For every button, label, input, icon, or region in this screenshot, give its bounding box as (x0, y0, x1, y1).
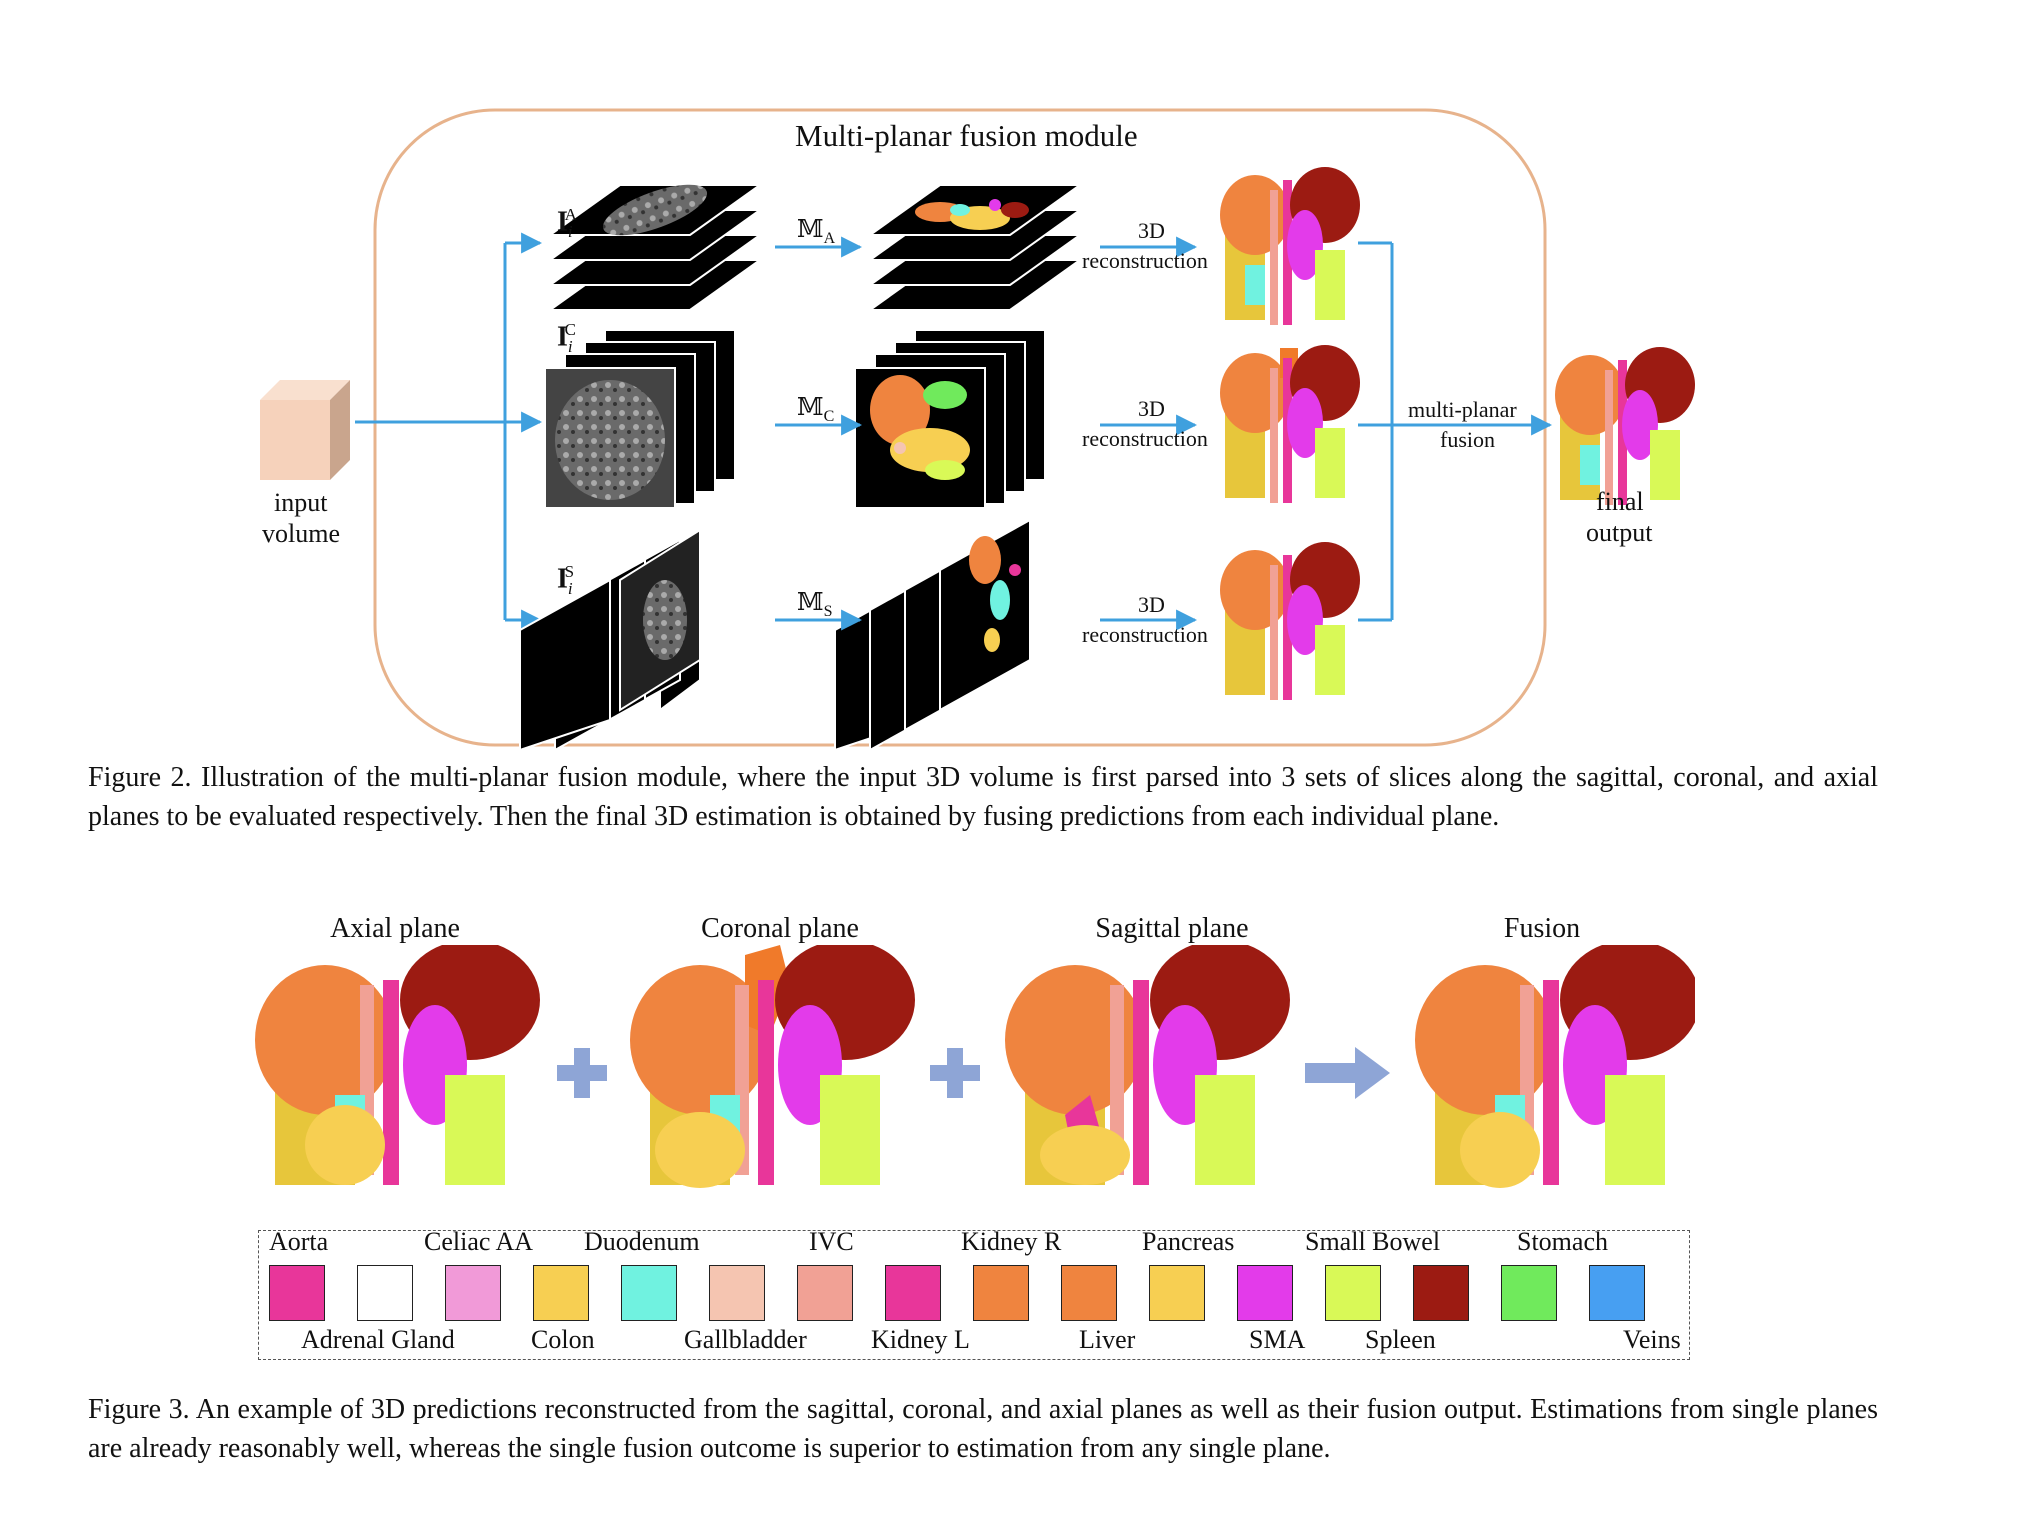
legend-label-liver: Liver (1079, 1325, 1136, 1354)
model-symbol-sagittal: 𝕄S (797, 590, 833, 620)
output-label-2: output (1586, 518, 1653, 547)
input-label-line2: volume (262, 519, 340, 548)
image-symbol-axial: IiA (557, 205, 577, 241)
legend-swatch (533, 1265, 589, 1321)
legend-label-celiac-aa: Celiac AA (424, 1227, 534, 1256)
legend-swatch (445, 1265, 501, 1321)
legend-label-stomach: Stomach (1517, 1227, 1608, 1256)
reconstruction-arrows (1100, 236, 1198, 631)
input-cube (260, 380, 350, 480)
organ-render-sagittal (1005, 945, 1290, 1185)
legend-swatch (709, 1265, 765, 1321)
plane-title-sagittal: Sagittal plane (1095, 913, 1249, 944)
legend-label-small-bowel: Small Bowel (1305, 1227, 1441, 1256)
legend-swatch (621, 1265, 677, 1321)
legend-swatch (1501, 1265, 1557, 1321)
organ-legend: Aorta Celiac AA Duodenum IVC Kidney R Pa… (258, 1227, 1690, 1360)
reconstruction-axial (1220, 167, 1360, 325)
figure-3-organ-renderings (255, 945, 1695, 1188)
sagittal-mask-slices (834, 518, 1031, 750)
plus-icon (930, 1048, 980, 1098)
fusion-bracket (1358, 241, 1553, 622)
plane-title-axial: Axial plane (330, 913, 460, 944)
legend-swatch (885, 1265, 941, 1321)
legend-swatch (1325, 1265, 1381, 1321)
legend-label-kidney-r: Kidney R (961, 1227, 1062, 1256)
figure-3-caption: Figure 3. An example of 3D predictions r… (88, 1394, 1878, 1464)
recon-label-coronal-2: reconstruction (1082, 426, 1208, 451)
plane-title-coronal: Coronal plane (701, 913, 859, 944)
legend-label-duodenum: Duodenum (584, 1227, 700, 1256)
input-arrows (355, 232, 543, 631)
legend-label-sma: SMA (1249, 1325, 1306, 1354)
recon-label-sagittal-1: 3D (1138, 592, 1165, 617)
legend-label-gallbladder: Gallbladder (684, 1325, 807, 1354)
coronal-ct-slices (544, 329, 736, 509)
axial-ct-slices (546, 184, 764, 311)
legend-swatch (797, 1265, 853, 1321)
organ-render-fusion (1415, 945, 1695, 1188)
legend-swatch (269, 1265, 325, 1321)
legend-swatch (1237, 1265, 1293, 1321)
plus-icon (557, 1048, 607, 1098)
legend-label-colon: Colon (531, 1325, 595, 1354)
legend-swatch (1413, 1265, 1469, 1321)
module-title: Multi-planar fusion module (795, 118, 1138, 153)
model-symbol-coronal: 𝕄C (797, 395, 835, 425)
legend-swatch (1061, 1265, 1117, 1321)
legend-label-veins: Veins (1623, 1325, 1681, 1354)
legend-label-kidney-l: Kidney L (871, 1325, 970, 1354)
legend-label-pancreas: Pancreas (1142, 1227, 1235, 1256)
figure-2-caption: Figure 2. Illustration of the multi-plan… (88, 762, 1878, 832)
input-label-line1: input (274, 488, 328, 517)
recon-label-axial-1: 3D (1138, 218, 1165, 243)
sagittal-ct-slices (519, 528, 701, 750)
recon-label-sagittal-2: reconstruction (1082, 622, 1208, 647)
legend-label-adrenal-gland: Adrenal Gland (301, 1325, 455, 1354)
legend-swatch (973, 1265, 1029, 1321)
legend-label-ivc: IVC (809, 1227, 854, 1256)
fusion-label-2: fusion (1440, 427, 1495, 452)
image-symbol-sagittal: IiS (557, 562, 575, 598)
organ-render-coronal (630, 945, 915, 1188)
axial-mask-slices (866, 184, 1084, 311)
reconstruction-sagittal (1220, 542, 1360, 700)
legend-swatch (1149, 1265, 1205, 1321)
legend-label-spleen: Spleen (1365, 1325, 1436, 1354)
reconstruction-coronal (1220, 345, 1360, 503)
recon-label-axial-2: reconstruction (1082, 248, 1208, 273)
recon-label-coronal-1: 3D (1138, 396, 1165, 421)
organ-render-axial (255, 945, 540, 1185)
output-label-1: final (1596, 487, 1644, 516)
model-arrows (775, 236, 863, 631)
legend-label-aorta: Aorta (269, 1227, 329, 1256)
figure-2-diagram (260, 108, 1695, 750)
plane-title-fusion: Fusion (1503, 913, 1581, 944)
legend-swatch (1589, 1265, 1645, 1321)
model-symbol-axial: 𝕄A (797, 217, 836, 247)
fusion-arrow-icon (1305, 1047, 1390, 1099)
final-output-organs (1555, 347, 1695, 505)
image-symbol-coronal: IiC (557, 320, 576, 356)
legend-swatch (357, 1265, 413, 1321)
coronal-mask-slices (854, 329, 1046, 509)
fusion-label-1: multi-planar (1408, 397, 1517, 422)
